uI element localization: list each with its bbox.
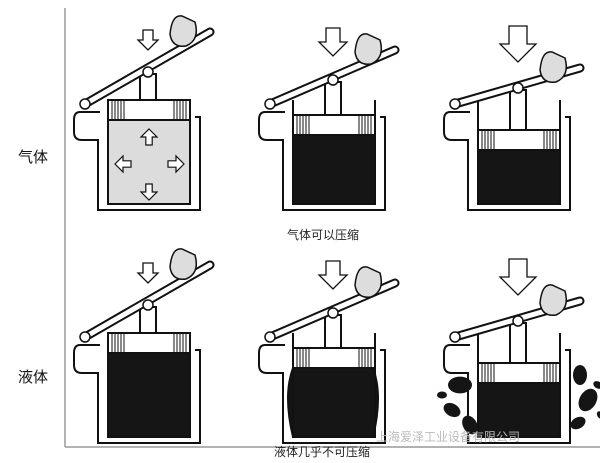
cylinder-wall: [107, 333, 191, 438]
piston: [477, 129, 561, 151]
pump-frame: [258, 344, 386, 444]
push-down-arrow-icon: [498, 258, 538, 296]
liquid-splash: [462, 415, 478, 435]
push-down-arrow-icon: [136, 262, 160, 284]
cylinder-wall: [292, 100, 376, 205]
pivot: [79, 98, 91, 110]
pump-panel-gas-2: [443, 25, 585, 211]
cylinder-wall: [292, 333, 376, 438]
pump-panel-liquid-1: [258, 260, 400, 444]
push-down-arrow-icon: [136, 29, 160, 51]
caption-liquid: 液体几乎不可压缩: [274, 445, 371, 459]
pivot: [79, 331, 91, 343]
piston: [477, 362, 561, 384]
pivot: [449, 98, 461, 110]
pivot: [512, 82, 524, 94]
watermark: 上海爱泽工业设备有限公司: [376, 430, 521, 444]
pivot: [142, 299, 154, 311]
row-label-gas: 气体: [18, 148, 49, 166]
hand-icon: [354, 33, 383, 65]
hand-icon: [539, 51, 568, 83]
cylinder-wall: [107, 100, 191, 205]
piston-rod: [324, 314, 342, 349]
pump-frame: [443, 344, 571, 444]
pump-panel-liquid-2: [437, 258, 600, 444]
pump-panel-gas-0: [73, 15, 215, 211]
pivot: [327, 307, 339, 319]
piston: [107, 99, 191, 121]
piston-rod: [509, 89, 527, 131]
cylinder-contents: [287, 367, 379, 438]
pivot: [264, 98, 276, 110]
hand-icon: [539, 284, 568, 316]
cylinder-wall: [477, 100, 561, 205]
row-label-liquid: 液体: [18, 368, 49, 386]
liquid-splash: [448, 376, 472, 394]
hand-icon: [354, 266, 383, 298]
arrow-up-icon: [139, 128, 159, 146]
push-down-arrow-icon: [317, 27, 349, 57]
arrow-left-icon: [114, 154, 132, 174]
liquid-splash: [570, 416, 586, 430]
pump-panel-liquid-0: [73, 248, 215, 444]
liquid-splash: [443, 402, 461, 418]
pump-frame: [443, 111, 571, 211]
piston: [292, 347, 376, 369]
pump-panel-gas-1: [258, 27, 400, 211]
cylinder-contents: [107, 352, 191, 438]
pump-frame: [73, 344, 201, 444]
caption-gas: 气体可以压缩: [287, 228, 360, 242]
pump-frame: [73, 111, 201, 211]
pivot: [142, 66, 154, 78]
piston: [107, 332, 191, 354]
liquid-splash: [437, 391, 447, 399]
pivot: [512, 315, 524, 327]
arrow-down-icon: [139, 183, 159, 201]
push-down-arrow-icon: [317, 260, 349, 290]
liquid-splash: [596, 411, 600, 419]
liquid-splash: [573, 365, 587, 385]
cylinder-contents: [477, 149, 561, 205]
piston: [292, 114, 376, 136]
push-down-arrow-icon: [498, 25, 538, 63]
hand-icon: [169, 15, 198, 47]
pivot: [264, 331, 276, 343]
piston-rod: [324, 81, 342, 116]
liquid-splash: [593, 381, 600, 389]
hand-icon: [169, 248, 198, 280]
pivot: [449, 331, 461, 343]
piston-rod: [139, 73, 157, 101]
piston-rod: [139, 306, 157, 334]
cylinder-contents: [292, 134, 376, 205]
pump-frame: [258, 111, 386, 211]
arrow-right-icon: [167, 154, 185, 174]
liquid-splash: [578, 388, 598, 412]
piston-rod: [509, 322, 527, 364]
pivot: [327, 74, 339, 86]
cylinder-wall: [477, 333, 561, 438]
